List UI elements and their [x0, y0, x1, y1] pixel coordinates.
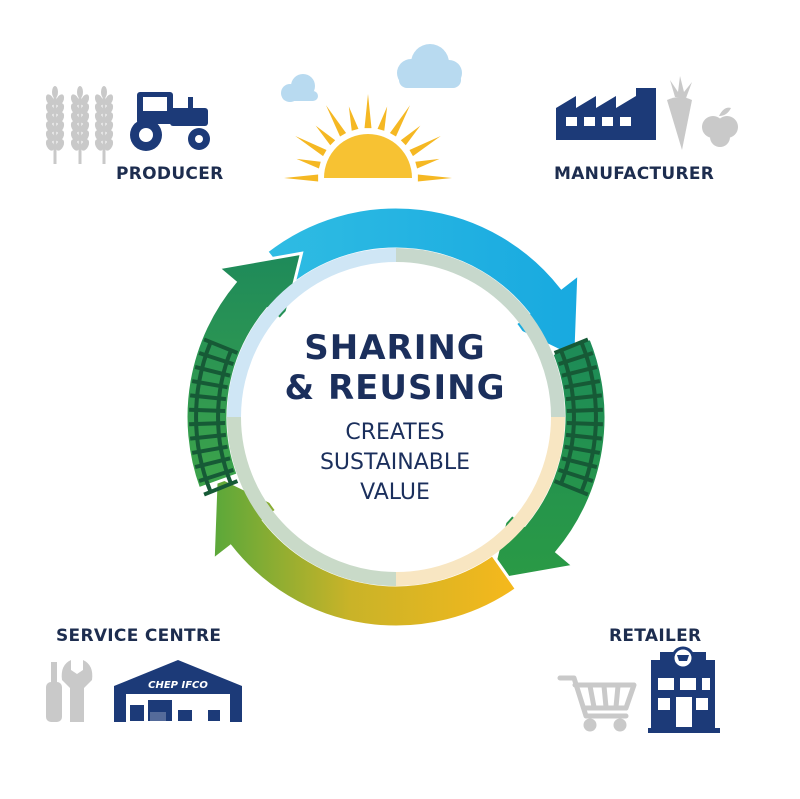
center-title-line-2: & REUSING — [284, 368, 506, 408]
center-title-line-1: SHARING — [304, 328, 486, 368]
stage-label-service-centre: SERVICE CENTRE — [56, 626, 222, 646]
railway-track-left — [189, 337, 239, 497]
center-subtitle-line-2: SUSTAINABLE — [319, 450, 471, 475]
railway-track-right — [553, 337, 603, 497]
warehouse-sign: CHEP IFCO — [148, 680, 208, 691]
center-subtitle-line-1: CREATES — [345, 420, 445, 445]
center-disc — [243, 264, 549, 570]
store-icon — [648, 646, 720, 733]
factory-icon — [556, 88, 656, 140]
stage-label-retailer: RETAILER — [609, 626, 702, 646]
center-subtitle-line-3: VALUE — [360, 480, 430, 505]
shopping-cart-icon — [557, 675, 637, 732]
cloud-icon — [281, 44, 462, 102]
screwdriver-icon — [46, 662, 62, 722]
tractor-icon — [130, 92, 210, 151]
wheat-icon — [45, 86, 114, 164]
apple-icon — [702, 107, 738, 147]
wrench-icon — [61, 660, 93, 722]
stage-label-manufacturer: MANUFACTURER — [554, 164, 715, 184]
sun-icon — [284, 94, 452, 182]
carrot-icon — [667, 76, 692, 150]
warehouse-icon: CHEP IFCO — [114, 660, 242, 724]
inner-ring — [227, 248, 565, 586]
stage-label-producer: PRODUCER — [116, 164, 224, 184]
